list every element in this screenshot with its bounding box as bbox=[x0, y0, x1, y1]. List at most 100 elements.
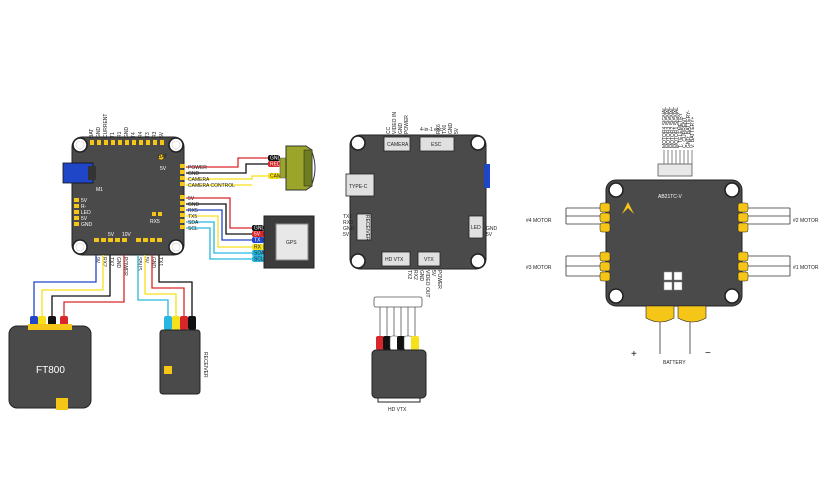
aio-hdvtx-connector bbox=[381, 251, 411, 267]
esc-top-label: T: TELEMETRY bbox=[678, 112, 684, 148]
fc-right-pad bbox=[180, 213, 185, 217]
fc-top-pad-label: T1 bbox=[110, 132, 116, 138]
esc-motor2-label: #2 MOTOR bbox=[793, 218, 819, 224]
fc-top-pad-label: R4 bbox=[138, 131, 144, 138]
fc-gps-label-rx5: RX5 bbox=[188, 208, 198, 214]
fc-small-label-10v: 10V bbox=[122, 232, 132, 238]
fc-left-pads: 5V R- LED 5V GND bbox=[74, 198, 93, 228]
fc-left-label-gnd: GND bbox=[81, 222, 93, 228]
fc-small-label-5v: 5V bbox=[108, 232, 115, 238]
fc-top-pad bbox=[104, 140, 108, 145]
camera-tag-gnd: GND bbox=[270, 156, 282, 162]
fc-right-pad bbox=[180, 164, 185, 168]
fc-bottom-label: TX2 bbox=[108, 257, 114, 266]
fc-right-pad bbox=[180, 170, 185, 174]
aio-top-right-label: TX6 bbox=[442, 125, 448, 134]
aio-bottom-pin-label: 5V bbox=[430, 270, 436, 277]
aio-left-pin-label: GND bbox=[343, 226, 355, 232]
gps-tag-sda: SDA bbox=[254, 251, 265, 257]
fc-side-label-gnd: GND bbox=[188, 171, 200, 177]
fc-top-pad bbox=[97, 140, 101, 145]
fc-top-pad bbox=[160, 140, 164, 145]
receiver-wires bbox=[137, 255, 193, 316]
fc-right-pad bbox=[180, 201, 185, 205]
aio-right-pin-label: GND bbox=[486, 226, 498, 232]
aio-camera-connector bbox=[383, 136, 411, 152]
aio-bottom-pin-label: GND bbox=[418, 270, 424, 282]
aio-vtx-label: VTX bbox=[424, 257, 434, 263]
fc-gps-label-gnd: GND bbox=[188, 202, 200, 208]
fc-bottom-label: TX1 bbox=[157, 257, 163, 266]
aio-vtx-connector bbox=[417, 251, 441, 267]
fc-top-pad-label: GND bbox=[96, 127, 102, 139]
aio-camera-label: CAMERA bbox=[387, 142, 409, 148]
fc-rx5-label: RX5 bbox=[150, 219, 160, 225]
fc-bottom-label: 9V bbox=[94, 257, 100, 264]
fc-left-label-led: LED bbox=[81, 210, 91, 216]
gps-module: GND 5V TX RX SDA SCL GPS bbox=[252, 215, 315, 269]
aio-receiver-connector bbox=[356, 213, 372, 241]
aio-bottom-pin-label: TX2 bbox=[406, 270, 412, 279]
fc-top-pad bbox=[118, 140, 122, 145]
fc-left-label-r: R- bbox=[81, 204, 87, 210]
fc-top-pad-label: R3 bbox=[152, 131, 158, 138]
fc-top-pad-label: R1 bbox=[117, 131, 123, 138]
aio-4in1-label: 4-in-1 esc bbox=[420, 127, 442, 133]
fc-right-pad bbox=[180, 207, 185, 211]
fc-m1-label: M1 bbox=[96, 187, 103, 193]
esc-motor3-label: #3 MOTOR bbox=[526, 265, 552, 271]
aio-typec-label: TYPE-C bbox=[349, 184, 368, 190]
gps-tag-tx: TX bbox=[254, 238, 261, 244]
camera-wires bbox=[186, 157, 268, 186]
fc-bottom-label: GND bbox=[150, 257, 156, 269]
fc-gps-label-scl: SCL bbox=[188, 226, 198, 232]
fc-top-pad-label: GND bbox=[124, 127, 130, 139]
aio-left-pin-label: RX0 bbox=[343, 220, 353, 226]
ft800-wires bbox=[33, 255, 125, 316]
aio-led-label: LED bbox=[471, 225, 481, 231]
camera-tag-red: RED bbox=[270, 162, 281, 168]
receiver-label: RECEIVER bbox=[202, 352, 208, 378]
gps-wires bbox=[186, 197, 252, 260]
fc-right-pad bbox=[180, 195, 185, 199]
fc-top-pad-label: BAT bbox=[89, 129, 95, 138]
fc-gps-label-5v: 5V bbox=[188, 196, 195, 202]
fc-top-pad-label: T4 bbox=[131, 132, 137, 138]
receiver-module: RECEIVER bbox=[159, 316, 208, 395]
aio-top-left-label: VIDEO IN bbox=[392, 112, 398, 134]
esc-motor-pads bbox=[599, 202, 749, 282]
aio-top-left-label: CC bbox=[386, 126, 392, 134]
fc-left-label-5v-2: 5V bbox=[81, 216, 88, 222]
fc-bat-label: BAT bbox=[158, 154, 167, 160]
fc-top-pad-label: T3 bbox=[145, 132, 151, 138]
fc-bottom-label: 5V bbox=[143, 257, 149, 264]
fc-left-label-5v: 5V bbox=[81, 198, 88, 204]
gps-tag-5v: 5V bbox=[254, 232, 261, 238]
ft800-label: FT800 bbox=[36, 365, 65, 376]
gps-tag-scl: SCL bbox=[254, 257, 264, 263]
aio-bottom-pin-label: RX2 bbox=[412, 270, 418, 280]
fc-top-pads bbox=[90, 140, 164, 145]
fc-side-label-power: POWER bbox=[188, 165, 207, 171]
fc-top-pad-label: 5V bbox=[159, 131, 165, 138]
camera-tag-cam: CAM bbox=[270, 174, 281, 180]
fc-bottom-pads bbox=[94, 238, 162, 242]
fc-gps-labels: 5V GND RX5 TX5 SDA SCL bbox=[188, 196, 200, 232]
esc-top-label: GND: BATTERY- bbox=[686, 110, 692, 148]
esc-logo-arrow-icon bbox=[622, 202, 634, 214]
hd-vtx-module: HD VTX bbox=[371, 296, 427, 413]
aio-left-pin-label: TX1 bbox=[343, 214, 352, 220]
fc-bottom-label: POWER bbox=[122, 257, 128, 276]
esc-top-label: MOTOR2 SIGNAL bbox=[670, 107, 676, 148]
esc-top-label: C: CURRENT bbox=[682, 117, 688, 148]
aio-esc-connector bbox=[419, 136, 455, 152]
fc-right-pad bbox=[180, 225, 185, 229]
aio-right-pin-label: 5V bbox=[486, 232, 493, 238]
fc-top-pad bbox=[90, 140, 94, 145]
fc-top-pad bbox=[111, 140, 115, 145]
esc-minus-label: − bbox=[705, 348, 711, 359]
gps-label: GPS bbox=[286, 240, 297, 246]
aio-top-left-label: GND bbox=[398, 123, 404, 135]
fc-right-pad bbox=[180, 182, 185, 186]
